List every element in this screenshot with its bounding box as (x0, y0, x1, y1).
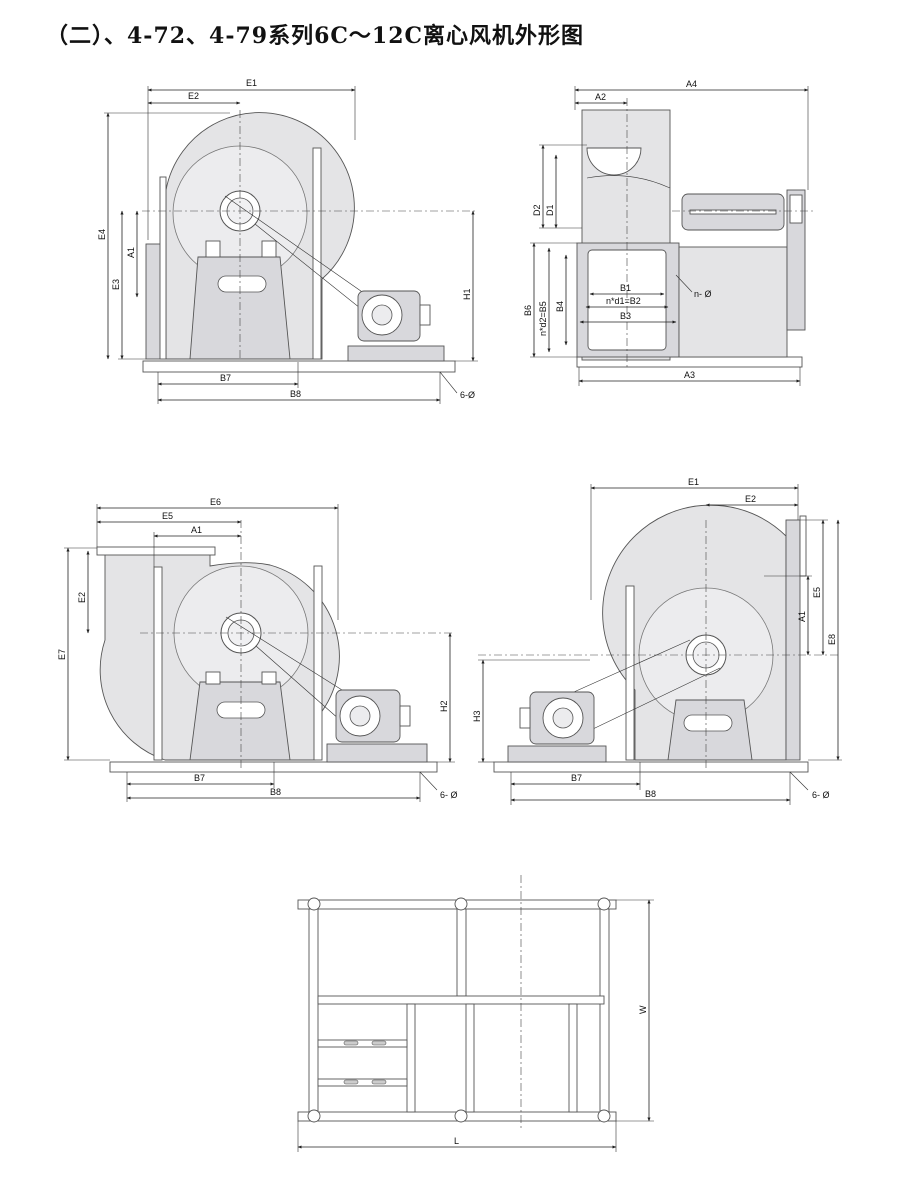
side-view: A4 A2 D2 D1 B6 n*d2=B5 B4 B1 n*d1=B2 B3 … (523, 79, 815, 386)
dim-A2: A2 (595, 92, 606, 102)
label-n-phi: n- Ø (694, 289, 712, 299)
dim-A3: A3 (684, 370, 695, 380)
dim-E2: E2 (745, 494, 756, 504)
dim-B1: B1 (620, 283, 631, 293)
dim-D1: D1 (545, 204, 555, 216)
dim-W: W (638, 1005, 648, 1014)
dim-E5: E5 (812, 587, 822, 598)
base-frame-view: W L (297, 875, 654, 1152)
page-title: （二）、4-72、4-79系列6C～12C离心风机外形图 (46, 23, 585, 49)
front-view-top-outlet: E6 E5 A1 E2 E7 H2 B7 B8 6- Ø (57, 497, 458, 802)
dim-A1: A1 (191, 525, 202, 535)
dim-H1: H1 (462, 288, 472, 300)
dim-A4: A4 (686, 79, 697, 89)
dim-B3: B3 (620, 311, 631, 321)
dim-E3: E3 (111, 279, 121, 290)
dim-E2: E2 (77, 592, 87, 603)
front-view-left-outlet: E1 E2 E5 A1 E8 H3 B7 B8 6- Ø (472, 477, 842, 805)
dim-B7: B7 (194, 773, 205, 783)
dim-A1: A1 (126, 247, 136, 258)
dim-n-d2-B5: n*d2=B5 (538, 301, 548, 336)
label-bolt-holes: 6- Ø (440, 790, 458, 800)
dim-E1: E1 (688, 477, 699, 487)
dim-D2: D2 (532, 204, 542, 216)
dim-E7: E7 (57, 649, 67, 660)
dim-E5: E5 (162, 511, 173, 521)
dim-H2: H2 (439, 700, 449, 712)
dim-n-d1-B2: n*d1=B2 (606, 296, 641, 306)
dim-B4: B4 (555, 301, 565, 312)
dim-B7: B7 (571, 773, 582, 783)
dim-E6: E6 (210, 497, 221, 507)
dim-L: L (454, 1136, 459, 1146)
dim-E1: E1 (246, 78, 257, 88)
dim-B6: B6 (523, 305, 533, 316)
dim-B8: B8 (645, 789, 656, 799)
dim-E8: E8 (827, 634, 837, 645)
dim-B7: B7 (220, 373, 231, 383)
dim-A1: A1 (797, 611, 807, 622)
label-bolt-holes: 6- Ø (812, 790, 830, 800)
dim-B8: B8 (290, 389, 301, 399)
front-view-right-outlet: E1 E2 E4 A1 E3 H1 B7 B8 6-Ø (97, 78, 478, 404)
dim-E4: E4 (97, 229, 107, 240)
dim-E2: E2 (188, 91, 199, 101)
label-bolt-holes: 6-Ø (460, 390, 475, 400)
dim-H3: H3 (472, 710, 482, 722)
dim-B8: B8 (270, 787, 281, 797)
